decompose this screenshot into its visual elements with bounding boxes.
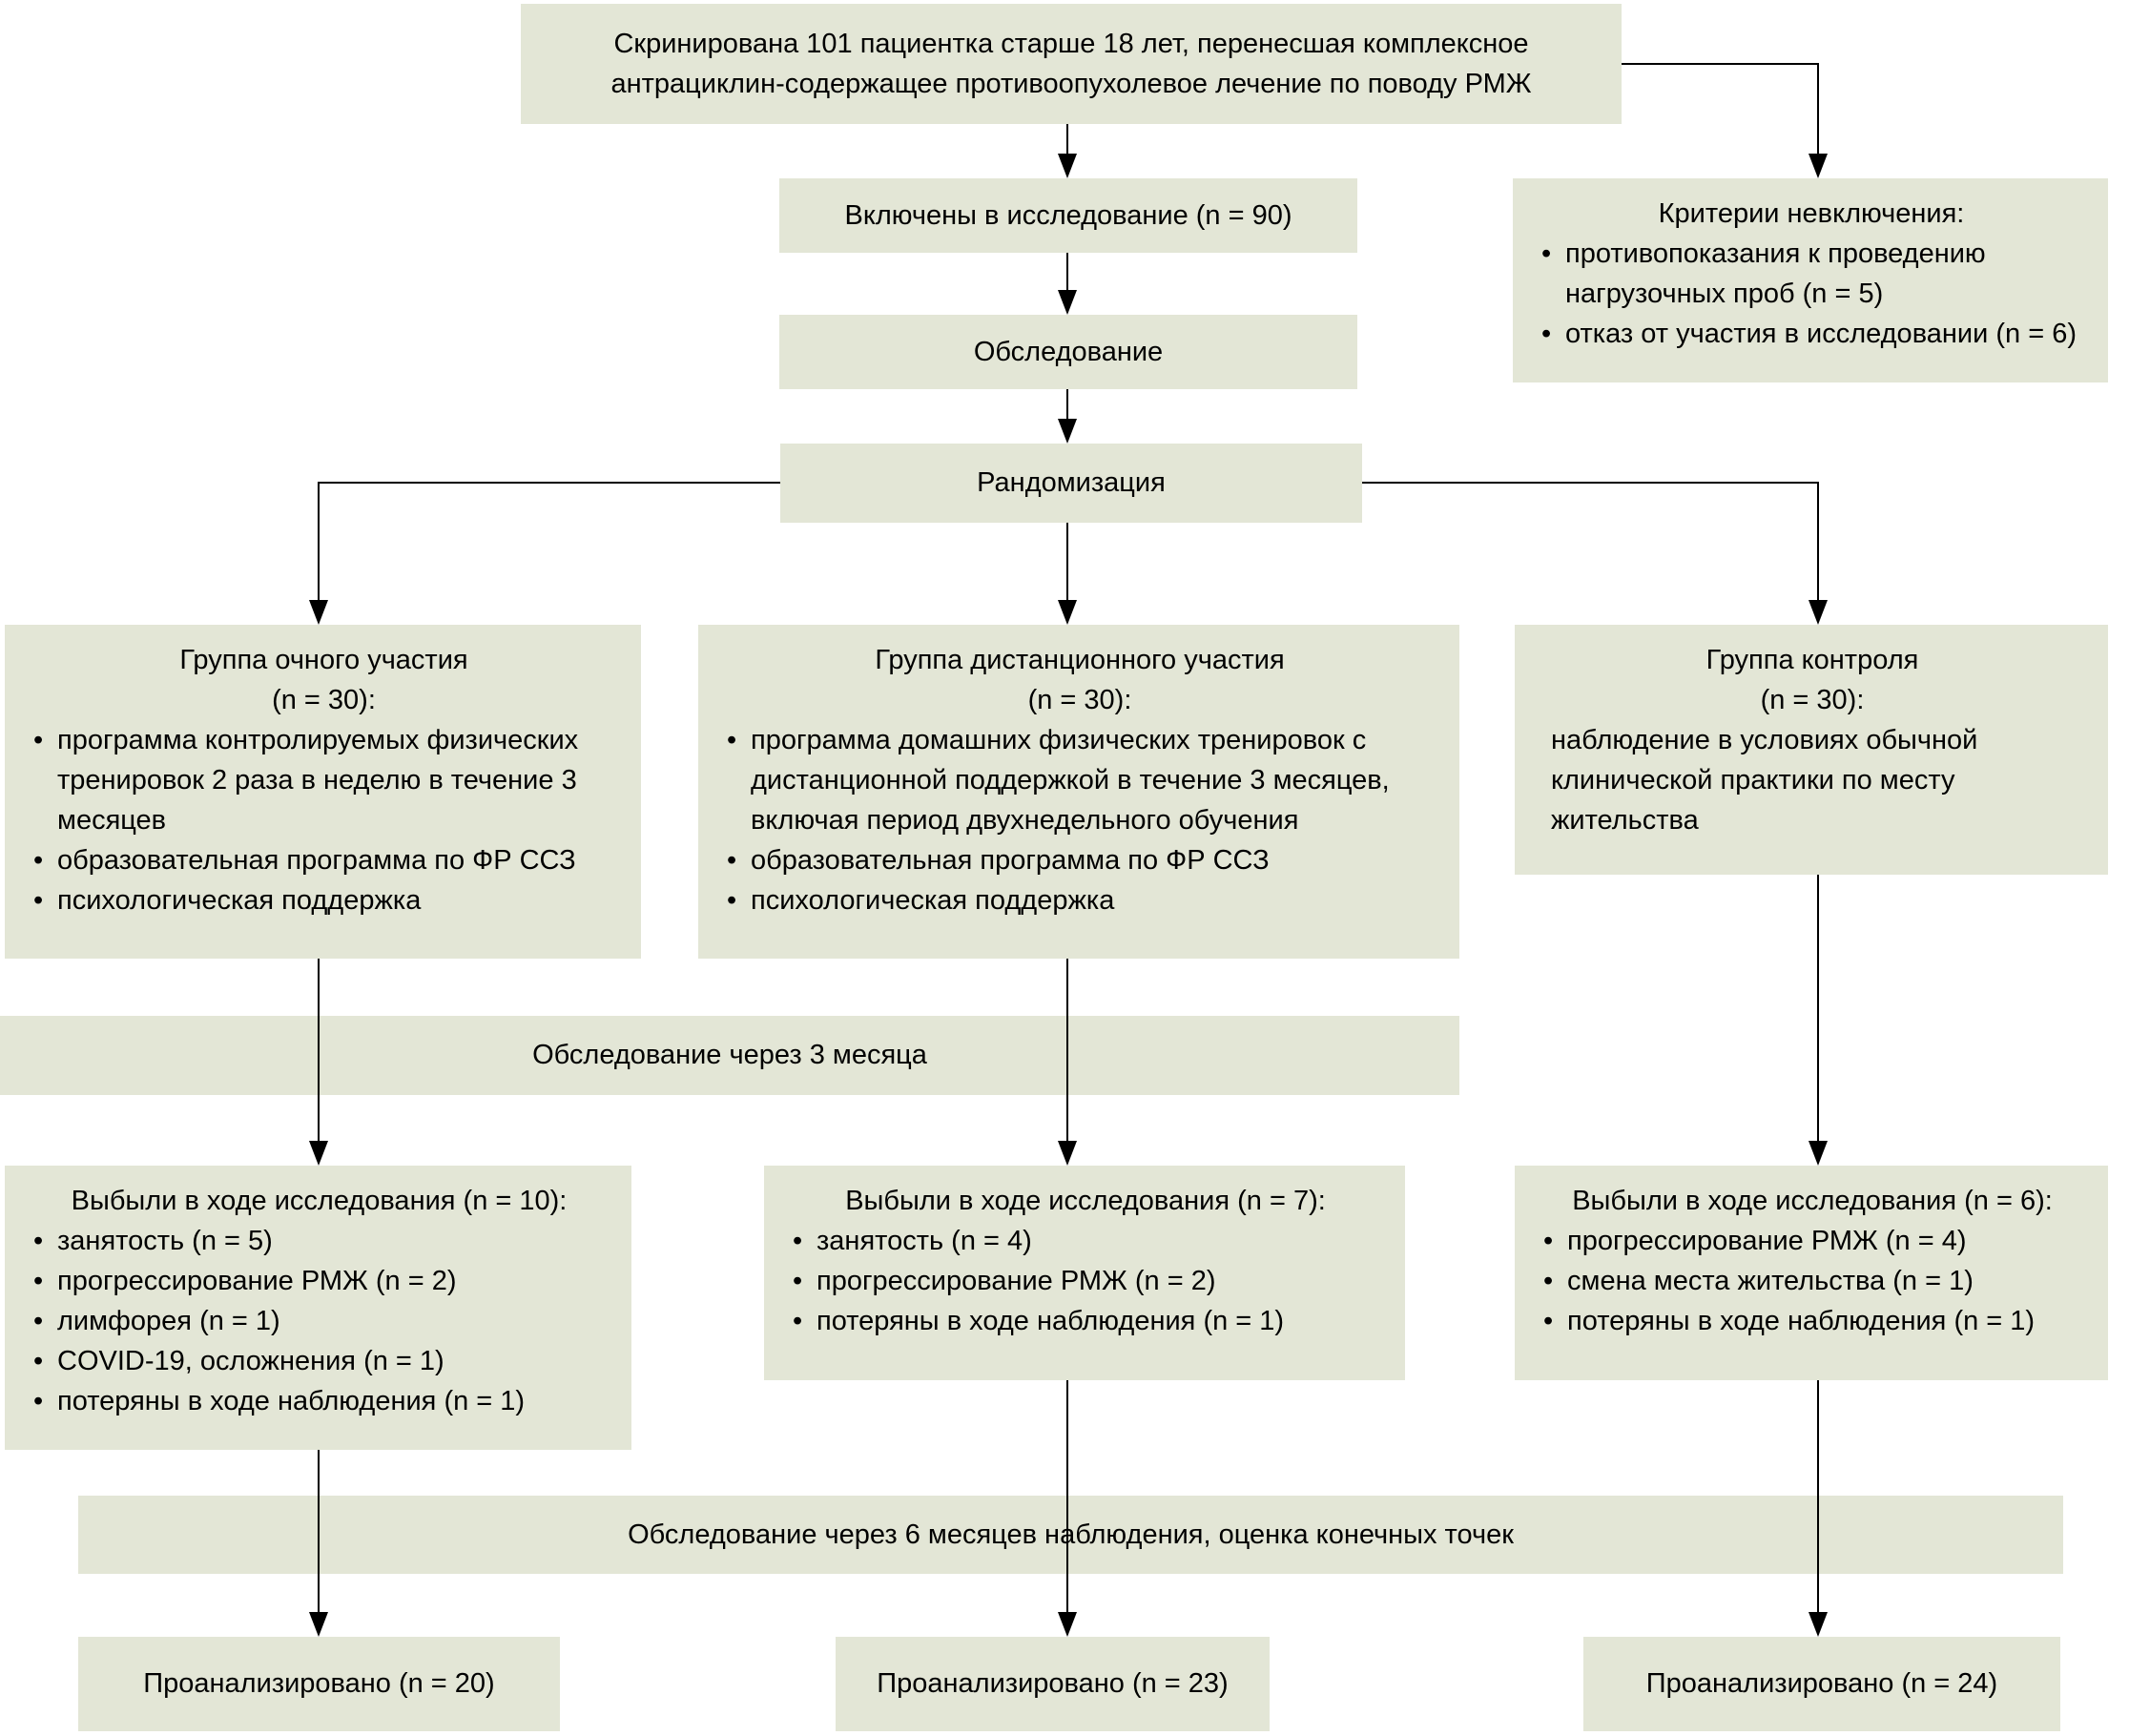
dropout-inperson-list: занятость (n = 5)прогрессирование РМЖ (n… <box>22 1221 616 1421</box>
bullet-item: программа домашних физических тренировок… <box>715 720 1444 840</box>
group-remote-list: программа домашних физических тренировок… <box>715 720 1444 920</box>
connector-included-examination-arrowhead <box>1058 290 1077 315</box>
connector-screening-included-arrowhead <box>1058 154 1077 178</box>
group-remote-box: Группа дистанционного участия (n = 30): … <box>698 625 1459 959</box>
connector-randomization-remote-line <box>1066 523 1068 602</box>
randomization-box: Рандомизация <box>780 444 1362 523</box>
bullet-item: отказ от участия в исследовании (n = 6) <box>1530 314 2093 354</box>
connector-included-examination-line <box>1066 253 1068 292</box>
included-box: Включены в исследование (n = 90) <box>779 178 1357 253</box>
connector-randomization-remote-arrowhead <box>1058 600 1077 625</box>
group-inperson-title: Группа очного участия <box>179 645 468 675</box>
bullet-item: занятость (n = 5) <box>22 1221 616 1261</box>
dropout-control-title: Выбыли в ходе исследования (n = 6): <box>1572 1186 2053 1216</box>
dropout-remote-box: Выбыли в ходе исследования (n = 7): заня… <box>764 1166 1405 1380</box>
screening-label: Скринирована 101 пациентка старше 18 лет… <box>610 28 1532 99</box>
connector-control-analyzed-arrowhead <box>1809 1612 1828 1637</box>
bullet-item: смена места жительства (n = 1) <box>1532 1261 2093 1301</box>
bullet-item: психологическая поддержка <box>715 880 1444 920</box>
bullet-item: потеряны в ходе наблюдения (n = 1) <box>1532 1301 2093 1341</box>
included-label: Включены в исследование (n = 90) <box>844 199 1292 231</box>
analyzed-remote-box: Проанализировано (n = 23) <box>836 1637 1270 1731</box>
group-remote-title: Группа дистанционного участия <box>875 645 1285 675</box>
assessment-3-months-label: Обследование через 3 месяца <box>532 1040 927 1071</box>
bullet-item: прогрессирование РМЖ (n = 2) <box>22 1261 616 1301</box>
assessment-6-months-label: Обследование через 6 месяцев наблюдения,… <box>628 1519 1514 1550</box>
connector-remote-analyzed-line <box>1066 1380 1068 1614</box>
screening-box: Скринирована 101 пациентка старше 18 лет… <box>521 4 1622 124</box>
dropout-inperson-box: Выбыли в ходе исследования (n = 10): зан… <box>5 1166 631 1450</box>
analyzed-control-box: Проанализировано (n = 24) <box>1583 1637 2060 1731</box>
dropout-control-list: прогрессирование РМЖ (n = 4)смена места … <box>1532 1221 2093 1341</box>
exclusion-title: Критерии невключения: <box>1658 198 1965 229</box>
group-control-note: наблюдение в условиях обычной клиническо… <box>1551 725 1978 837</box>
split-left-hline <box>318 482 780 484</box>
connector-control-dropout-arrowhead <box>1809 1141 1828 1166</box>
dropout-remote-title: Выбыли в ходе исследования (n = 7): <box>845 1186 1326 1216</box>
group-inperson-list: программа контролируемых физических трен… <box>22 720 626 920</box>
connector-screening-included-line <box>1066 124 1068 155</box>
connector-examination-randomization-line <box>1066 389 1068 421</box>
bullet-item: психологическая поддержка <box>22 880 626 920</box>
connector-screening-exclusion-arrowhead <box>1809 154 1828 178</box>
connector-remote-analyzed-arrowhead <box>1058 1612 1077 1637</box>
analyzed-remote-label: Проанализировано (n = 23) <box>877 1668 1229 1700</box>
split-right-hline <box>1362 482 1819 484</box>
connector-examination-randomization-arrowhead <box>1058 419 1077 444</box>
randomization-label: Рандомизация <box>977 467 1166 499</box>
exclusion-list: противопоказания к проведению нагрузочны… <box>1530 234 2093 354</box>
connector-randomization-control-arrowhead <box>1809 600 1828 625</box>
connector-control-dropout-line <box>1817 875 1819 1143</box>
connector-remote-dropout-line <box>1066 959 1068 1143</box>
connector-screening-exclusion-hline <box>1622 63 1819 65</box>
bullet-item: потеряны в ходе наблюдения (n = 1) <box>781 1301 1390 1341</box>
connector-randomization-control-line <box>1817 482 1819 602</box>
group-control-n: (n = 30): <box>1760 685 1865 716</box>
connector-randomization-inperson-line <box>318 482 320 602</box>
bullet-item: противопоказания к проведению нагрузочны… <box>1530 234 2093 314</box>
dropout-remote-list: занятость (n = 4)прогрессирование РМЖ (n… <box>781 1221 1390 1341</box>
bullet-item: COVID-19, осложнения (n = 1) <box>22 1341 616 1381</box>
connector-randomization-inperson-arrowhead <box>309 600 328 625</box>
analyzed-control-label: Проанализировано (n = 24) <box>1645 1668 1998 1700</box>
bullet-item: образовательная программа по ФР ССЗ <box>22 840 626 880</box>
connector-remote-dropout-arrowhead <box>1058 1141 1077 1166</box>
connector-inperson-dropout-line <box>318 959 320 1143</box>
connector-inperson-dropout-arrowhead <box>309 1141 328 1166</box>
bullet-item: занятость (n = 4) <box>781 1221 1390 1261</box>
examination-box: Обследование <box>779 315 1357 389</box>
analyzed-inperson-label: Проанализировано (n = 20) <box>143 1668 495 1700</box>
group-inperson-n: (n = 30): <box>272 685 376 716</box>
connector-screening-exclusion-vline <box>1817 63 1819 155</box>
bullet-item: потеряны в ходе наблюдения (n = 1) <box>22 1381 616 1421</box>
examination-label: Обследование <box>973 336 1164 367</box>
bullet-item: образовательная программа по ФР ССЗ <box>715 840 1444 880</box>
connector-control-analyzed-line <box>1817 1380 1819 1614</box>
dropout-inperson-title: Выбыли в ходе исследования (n = 10): <box>71 1186 568 1216</box>
analyzed-inperson-box: Проанализировано (n = 20) <box>78 1637 560 1731</box>
assessment-3-months-bar: Обследование через 3 месяца <box>0 1016 1459 1095</box>
group-remote-n: (n = 30): <box>1027 685 1132 716</box>
group-control-title: Группа контроля <box>1705 645 1919 675</box>
group-control-box: Группа контроля (n = 30): наблюдение в у… <box>1515 625 2108 875</box>
bullet-item: лимфорея (n = 1) <box>22 1301 616 1341</box>
bullet-item: прогрессирование РМЖ (n = 2) <box>781 1261 1390 1301</box>
group-inperson-box: Группа очного участия (n = 30): программ… <box>5 625 641 959</box>
bullet-item: программа контролируемых физических трен… <box>22 720 626 840</box>
assessment-6-months-bar: Обследование через 6 месяцев наблюдения,… <box>78 1496 2063 1574</box>
bullet-item: прогрессирование РМЖ (n = 4) <box>1532 1221 2093 1261</box>
connector-inperson-analyzed-line <box>318 1450 320 1614</box>
connector-inperson-analyzed-arrowhead <box>309 1612 328 1637</box>
dropout-control-box: Выбыли в ходе исследования (n = 6): прог… <box>1515 1166 2108 1380</box>
exclusion-criteria-box: Критерии невключения: противопоказания к… <box>1513 178 2108 382</box>
